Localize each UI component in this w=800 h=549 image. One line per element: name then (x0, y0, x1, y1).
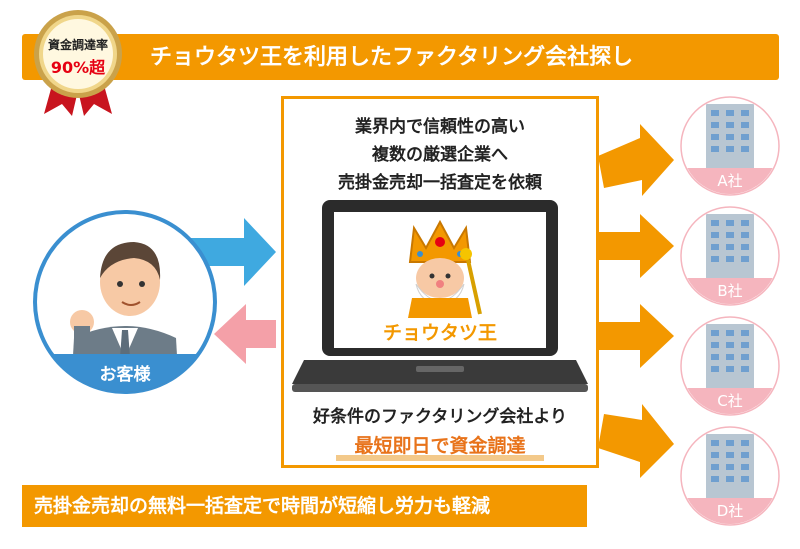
brand-label: チョウタツ王 (382, 322, 497, 344)
medal-text-percent: 90%超 (50, 58, 106, 77)
panel-line-2: 複数の厳選企業へ (372, 145, 508, 165)
laptop-icon (292, 200, 588, 392)
customer-label: お客様 (99, 365, 151, 385)
orange-arrow-a-icon (598, 124, 674, 196)
customer-avatar-icon (33, 210, 217, 394)
orange-arrow-c-icon (598, 304, 674, 368)
panel-highlight-text: 最短即日で資金調達 (354, 435, 526, 457)
pink-arrow-icon (214, 304, 276, 364)
company-b-building-icon (680, 206, 780, 306)
king-mascot-icon (408, 219, 482, 318)
orange-arrow-d-icon (598, 404, 674, 478)
highlight-underline (336, 455, 544, 461)
bottom-title: 売掛金売却の無料一括査定で時間が短縮し労力も軽減 (34, 495, 491, 517)
medal-icon (34, 10, 122, 116)
panel-line-3: 売掛金売却一括査定を依頼 (338, 173, 542, 193)
bottom-banner (22, 485, 587, 527)
medal-text-rate: 資金調達率 (47, 38, 108, 52)
company-a-building-icon (680, 96, 780, 196)
banner-title: チョウタツ王を利用したファクタリング会社探し (150, 45, 634, 70)
top-banner (22, 34, 779, 80)
panel-result-text: 好条件のファクタリング会社より (313, 407, 567, 427)
company-d-label: D社 (716, 502, 744, 520)
orange-arrow-b-icon (598, 214, 674, 278)
panel-line-1: 業界内で信頼性の高い (355, 117, 525, 137)
company-d-building-icon (680, 426, 780, 526)
company-b-label: B社 (717, 282, 743, 300)
company-c-building-icon (680, 316, 780, 416)
company-c-label: C社 (717, 392, 743, 410)
company-a-label: A社 (717, 172, 743, 190)
